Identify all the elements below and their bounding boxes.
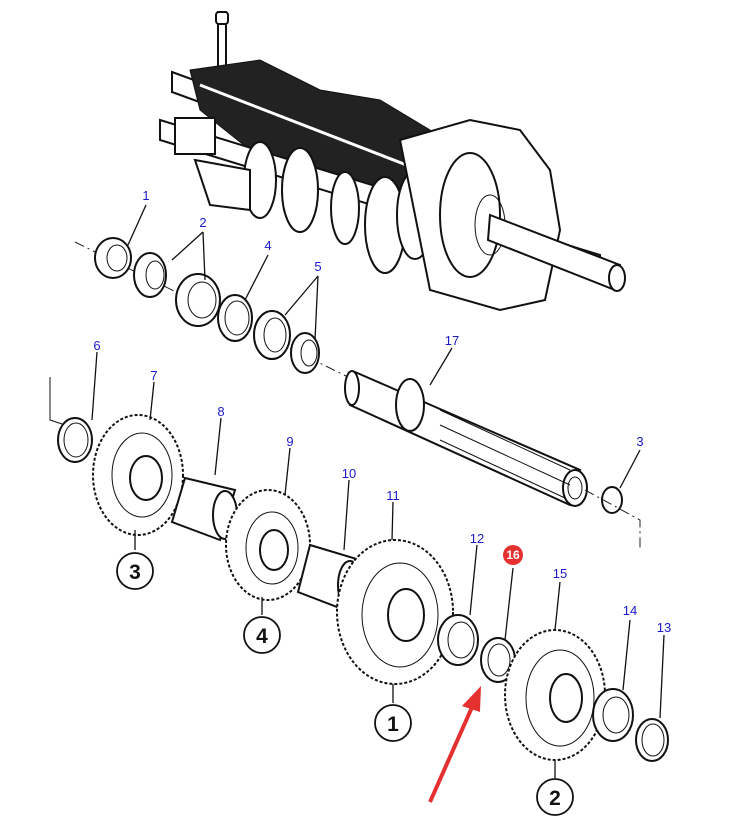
gear-callout-4: 4 bbox=[243, 616, 281, 654]
gear-callout-4-text: 4 bbox=[256, 625, 268, 648]
part-1-seal bbox=[94, 237, 132, 279]
gear-callout-3-text: 3 bbox=[129, 561, 141, 584]
label-part-3: 3 bbox=[636, 434, 643, 449]
part-12-spacer bbox=[437, 614, 479, 666]
label-part-4: 4 bbox=[264, 238, 271, 253]
part-14-thrust-washer bbox=[592, 688, 634, 742]
axis-line-shaft bbox=[584, 489, 641, 550]
label-part-11: 11 bbox=[386, 488, 400, 503]
part-15-gear bbox=[504, 629, 606, 761]
label-part-10: 10 bbox=[342, 466, 356, 481]
part-labels: 1 2 3 4 5 6 7 8 9 10 11 12 13 14 15 17 bbox=[93, 188, 671, 635]
label-part-1: 1 bbox=[142, 188, 149, 203]
gear-callout-3: 3 bbox=[116, 552, 154, 590]
gearbox-assembly bbox=[159, 11, 626, 312]
part-6-circlip bbox=[57, 417, 93, 463]
part-2-bearing-cone bbox=[133, 252, 167, 298]
part-2-bearing-cup bbox=[175, 273, 221, 327]
badge-circle bbox=[503, 545, 523, 565]
leader-lines bbox=[91, 204, 665, 778]
gear-callout-1-text: 1 bbox=[387, 713, 399, 736]
part-9-gear bbox=[225, 489, 311, 601]
part-5-bearing-cup bbox=[253, 310, 291, 360]
label-part-12: 12 bbox=[470, 531, 484, 546]
gear-callout-1: 1 bbox=[374, 704, 412, 742]
label-part-17: 17 bbox=[445, 333, 459, 348]
label-part-2: 2 bbox=[199, 215, 206, 230]
label-part-7: 7 bbox=[150, 368, 157, 383]
part-4-shim bbox=[217, 294, 253, 342]
gear-callouts: 3 4 1 2 bbox=[116, 552, 574, 816]
label-part-9: 9 bbox=[286, 434, 293, 449]
label-part-5: 5 bbox=[314, 259, 321, 274]
label-part-16: 16 bbox=[506, 548, 520, 562]
label-part-8: 8 bbox=[217, 404, 224, 419]
part-5-bearing-cone bbox=[290, 332, 320, 374]
part-13-circlip bbox=[635, 718, 669, 762]
part-7-gear bbox=[92, 414, 184, 536]
label-part-6: 6 bbox=[93, 338, 100, 353]
red-arrow-icon bbox=[428, 686, 481, 803]
highlight-badge-16: 16 bbox=[503, 545, 523, 565]
gear-callout-2-text: 2 bbox=[549, 787, 561, 810]
label-part-13: 13 bbox=[657, 620, 671, 635]
part-3-needle-bearing bbox=[601, 486, 623, 514]
label-part-14: 14 bbox=[623, 603, 637, 618]
part-17-shaft bbox=[344, 370, 588, 507]
label-part-15: 15 bbox=[553, 566, 567, 581]
gear-callout-2: 2 bbox=[536, 778, 574, 816]
part-11-gear bbox=[336, 539, 454, 685]
